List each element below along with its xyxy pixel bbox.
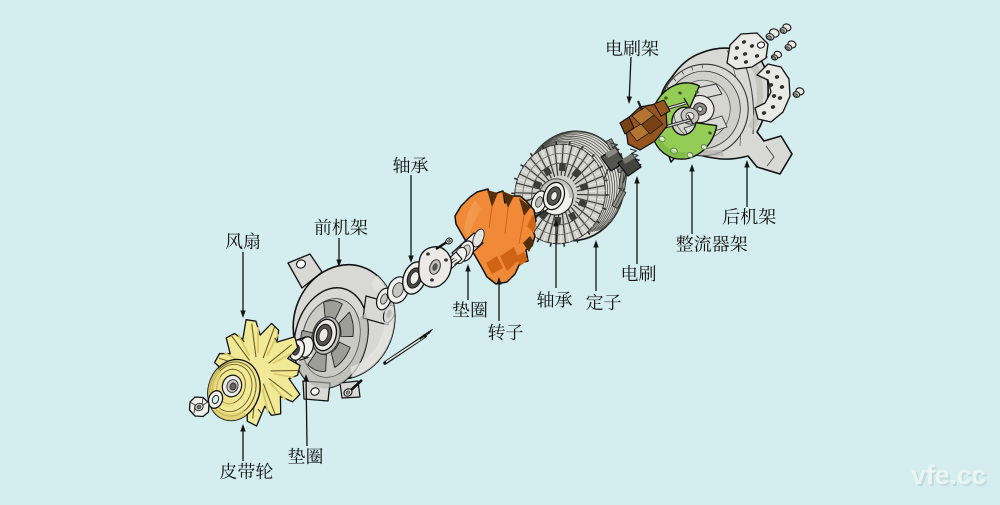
svg-text:vfe.cc: vfe.cc [911, 460, 986, 490]
